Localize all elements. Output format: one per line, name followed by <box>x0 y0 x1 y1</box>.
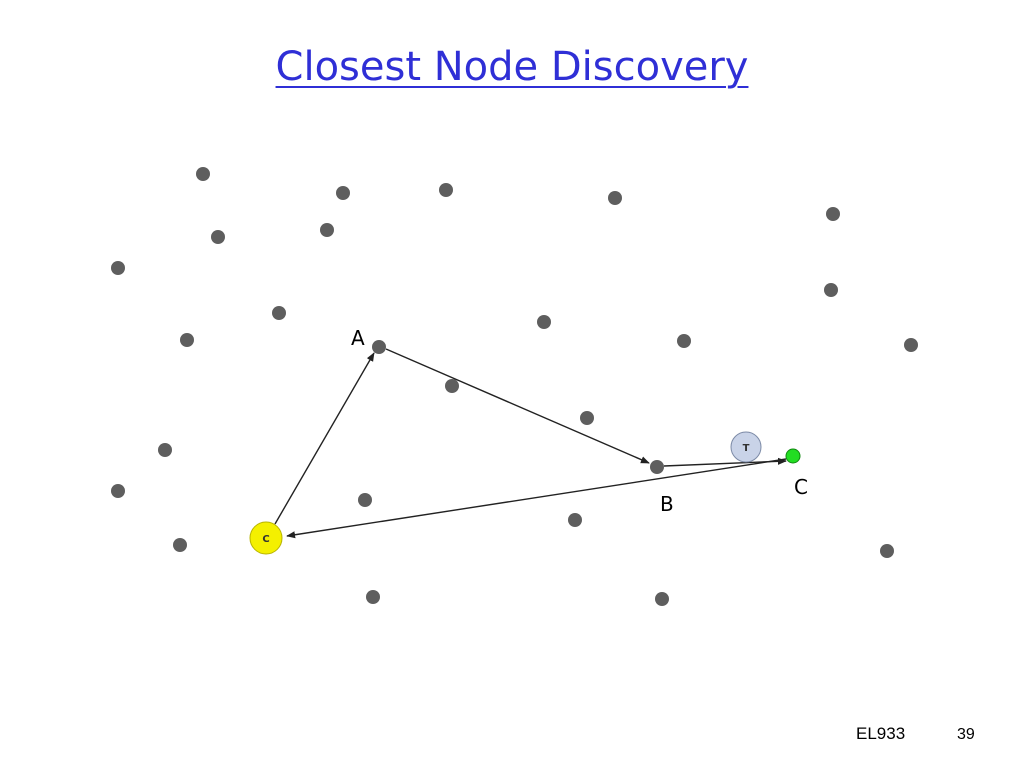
network-node <box>111 484 125 498</box>
client-node: C <box>249 521 283 555</box>
network-node <box>196 167 210 181</box>
client-node-label: C <box>262 534 269 545</box>
edge-client-to-a <box>274 352 375 525</box>
background-nodes <box>111 167 918 606</box>
label-closest-c: C <box>794 475 808 499</box>
closest-node <box>785 448 801 464</box>
network-node <box>655 592 669 606</box>
node-a <box>372 340 386 354</box>
footer-course-code: EL933 <box>856 724 906 743</box>
edge-a-to-b <box>385 348 650 464</box>
target-node-label: T <box>743 443 750 454</box>
network-node <box>904 338 918 352</box>
network-node <box>580 411 594 425</box>
network-node <box>336 186 350 200</box>
network-node <box>320 223 334 237</box>
network-node <box>608 191 622 205</box>
network-node <box>439 183 453 197</box>
network-node <box>211 230 225 244</box>
network-node <box>366 590 380 604</box>
slide-title: Closest Node Discovery <box>275 44 749 90</box>
footer-page-number: 39 <box>957 726 975 743</box>
network-node <box>158 443 172 457</box>
network-node <box>272 306 286 320</box>
target-node: T <box>730 431 762 463</box>
network-node <box>111 261 125 275</box>
network-node <box>445 379 459 393</box>
network-node <box>358 493 372 507</box>
network-node <box>826 207 840 221</box>
network-node <box>537 315 551 329</box>
network-node <box>677 334 691 348</box>
label-b: B <box>660 492 674 516</box>
network-node <box>173 538 187 552</box>
network-node <box>568 513 582 527</box>
network-node <box>180 333 194 347</box>
network-node <box>824 283 838 297</box>
query-path <box>274 348 787 539</box>
network-node <box>880 544 894 558</box>
edge-closest-to-client <box>286 458 787 539</box>
label-a: A <box>351 326 365 350</box>
node-b <box>650 460 664 474</box>
